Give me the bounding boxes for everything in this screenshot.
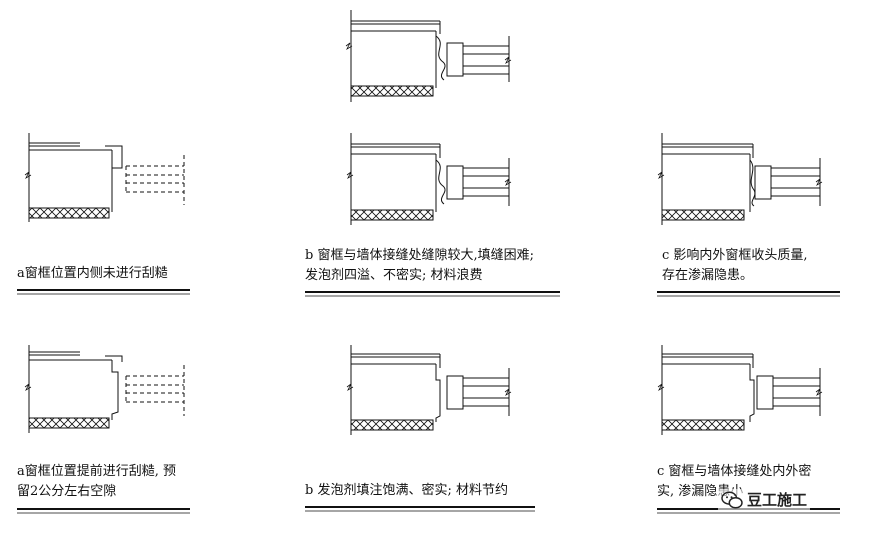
detail-c2 xyxy=(657,345,823,435)
caption-a2-line-2: 留2公分左右空隙 xyxy=(17,484,117,499)
caption-c1-line-2: 存在渗漏隐患。 xyxy=(662,268,754,283)
caption-c2-line-1: c 窗框与墙体接缝处内外密 xyxy=(657,464,812,479)
caption-c1-line-1: c 影响内外窗框收头质量, xyxy=(662,248,808,263)
detail-c1 xyxy=(657,133,823,225)
caption-b1: b 窗框与墙体接缝处缝隙较大,填缝困难; 发泡剂四溢、不密实; 材料浪费 xyxy=(305,246,534,286)
detail-b1 xyxy=(346,133,512,225)
caption-a2-line-1: a窗框位置提前进行刮糙, 预 xyxy=(17,464,177,479)
detail-top-center xyxy=(345,10,512,102)
wechat-logo-icon xyxy=(721,491,743,508)
watermark: 豆工施工 xyxy=(718,489,811,510)
watermark-text: 豆工施工 xyxy=(747,491,808,509)
detail-b2 xyxy=(346,345,512,435)
detail-a2 xyxy=(24,345,185,433)
caption-b2: b 发泡剂填注饱满、密实; 材料节约 xyxy=(305,481,508,501)
caption-b1-line-1: b 窗框与墙体接缝处缝隙较大,填缝困难; xyxy=(305,248,534,263)
caption-a1-line-1: a窗框位置内侧未进行刮糙 xyxy=(17,266,168,281)
caption-a2: a窗框位置提前进行刮糙, 预 留2公分左右空隙 xyxy=(17,462,176,502)
caption-a1: a窗框位置内侧未进行刮糙 xyxy=(17,264,168,284)
detail-a1 xyxy=(24,133,185,222)
caption-c1: c 影响内外窗框收头质量, 存在渗漏隐患。 xyxy=(662,246,808,286)
caption-b2-line-1: b 发泡剂填注饱满、密实; 材料节约 xyxy=(305,483,508,498)
caption-b1-line-2: 发泡剂四溢、不密实; 材料浪费 xyxy=(305,268,483,283)
